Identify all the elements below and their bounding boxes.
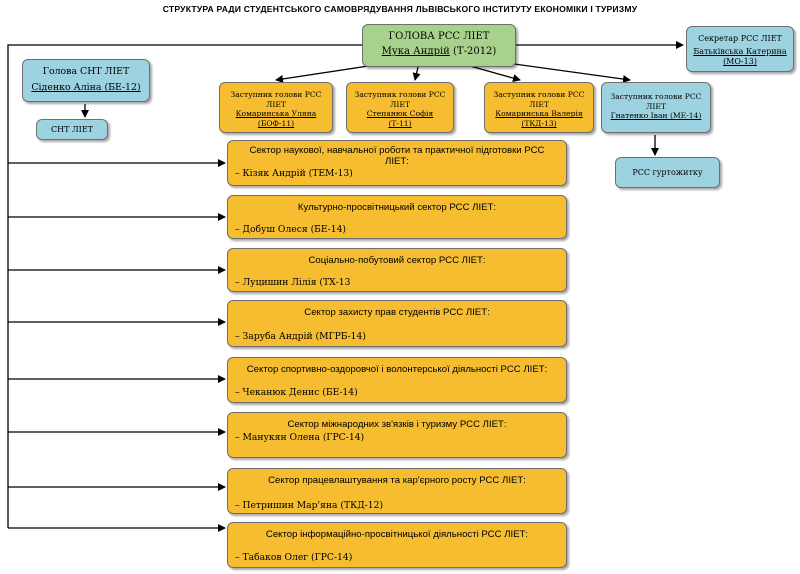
snt-head-name: Сіденко Аліна (БЕ-12) bbox=[31, 82, 141, 93]
sector-1-member: – Кізяк Андрій (ТЕМ-13) bbox=[235, 168, 353, 179]
sector-2-member: – Добуш Олеся (БЕ-14) bbox=[235, 224, 347, 235]
head-box: ГОЛОВА РСС ЛІЕТ Мука Андрій (Т-2012) bbox=[362, 24, 516, 67]
head-name-line: Мука Андрій (Т-2012) bbox=[363, 46, 515, 57]
deputy-1-name: Комаринська Уляна bbox=[235, 109, 317, 119]
chart-title: СТРУКТУРА РАДИ СТУДЕНТСЬКОГО САМОВРЯДУВА… bbox=[162, 4, 638, 14]
secretary-role: Секретар РСС ЛІЕТ bbox=[698, 34, 782, 43]
sector-box-7: Сектор працевлаштування та кар'єрного ро… bbox=[227, 468, 567, 514]
arrow-deputy-3 bbox=[469, 65, 521, 82]
arrow-deputy-2 bbox=[412, 66, 421, 81]
head-name: Мука Андрій bbox=[381, 46, 450, 57]
sector-8-title: Сектор інформаційно-просвітницької діяль… bbox=[265, 529, 529, 540]
deputy-2-line2: ЛІЕТ bbox=[390, 99, 410, 109]
sector-4-title: Сектор захисту прав студентів РСС ЛІЕТ: bbox=[304, 307, 490, 318]
sector-1-title: Сектор наукової, навчальної роботи та пр… bbox=[249, 145, 545, 156]
secretary-group: (МО-13) bbox=[723, 57, 757, 66]
deputy-2-group: (Т-11) bbox=[388, 118, 412, 128]
snt-label: СНТ ЛІЕТ bbox=[51, 125, 93, 134]
deputy-2-line1: Заступник голови РСС bbox=[354, 90, 446, 99]
deputy-3-line1: Заступник голови РСС bbox=[493, 90, 585, 99]
secretary-name: Батьківська Катерина bbox=[693, 47, 787, 56]
head-group: (Т-2012) bbox=[449, 46, 497, 57]
snt-head-role: Голова СНТ ЛІЕТ bbox=[42, 66, 130, 77]
snt-box: СНТ ЛІЕТ bbox=[36, 119, 108, 140]
sector-6-member: – Манукян Олена (ГРС-14) bbox=[235, 432, 365, 443]
deputy-1-group: (БОФ-11) bbox=[257, 118, 295, 128]
deputy-3-name: Комаринська Валерія bbox=[495, 109, 583, 119]
deputy-1-line2: ЛІЕТ bbox=[266, 99, 286, 109]
sector-7-member: – Петришин Мар'яна (ТКД-12) bbox=[235, 500, 384, 511]
deputy-box-3: Заступник голови РСС ЛІЕТ Комаринська Ва… bbox=[484, 82, 594, 133]
sector-3-member: – Луцишин Лілія (ТХ-13 bbox=[235, 277, 351, 288]
sector-7-title: Сектор працевлаштування та кар'єрного ро… bbox=[268, 475, 526, 486]
sector-8-member: – Табаков Олег (ГРС-14) bbox=[235, 552, 353, 563]
sector-box-8: Сектор інформаційно-просвітницької діяль… bbox=[227, 522, 567, 568]
dormitory-label: РСС гуртожитку bbox=[632, 168, 703, 177]
deputy-box-1: Заступник голови РСС ЛІЕТ Комаринська Ул… bbox=[219, 82, 333, 133]
sector-box-6: Сектор міжнародних зв'язків і туризму РС… bbox=[227, 412, 567, 458]
sector-box-4: Сектор захисту прав студентів РСС ЛІЕТ: … bbox=[227, 300, 567, 347]
head-role: ГОЛОВА РСС ЛІЕТ bbox=[388, 31, 490, 42]
sector-1-title2: ЛІЕТ: bbox=[385, 156, 409, 167]
deputy-4-line1: Заступник голови РСС bbox=[610, 92, 702, 101]
sector-4-member: – Заруба Андрій (МГРБ-14) bbox=[235, 331, 366, 342]
dormitory-box: РСС гуртожитку bbox=[615, 157, 720, 188]
sector-box-2: Культурно-просвітницький сектор РСС ЛІЕТ… bbox=[227, 195, 567, 239]
deputy-3-line2: ЛІЕТ bbox=[529, 99, 549, 109]
deputy-1-line1: Заступник голови РСС bbox=[230, 90, 322, 99]
sector-box-3: Соціально-побутовий сектор РСС ЛІЕТ: – Л… bbox=[227, 248, 567, 292]
sector-2-title: Культурно-просвітницький сектор РСС ЛІЕТ… bbox=[297, 202, 497, 213]
deputy-2-name: Степанюк Софія bbox=[366, 109, 434, 119]
deputy-4-line2: ЛІЕТ bbox=[646, 101, 666, 111]
sector-5-title: Сектор спортивно-оздоровчої і волонтерсь… bbox=[246, 364, 548, 375]
sector-box-1: Сектор наукової, навчальної роботи та пр… bbox=[227, 140, 567, 186]
secretary-box: Секретар РСС ЛІЕТ Батьківська Катерина (… bbox=[686, 26, 794, 72]
sector-6-title: Сектор міжнародних зв'язків і туризму РС… bbox=[287, 419, 507, 430]
left-trunk-line bbox=[7, 44, 362, 528]
deputy-4-name: Гнатенко Іван (МЕ-14) bbox=[610, 111, 702, 121]
deputy-box-2: Заступник голови РСС ЛІЕТ Степанюк Софія… bbox=[346, 82, 454, 133]
snt-head-box: Голова СНТ ЛІЕТ Сіденко Аліна (БЕ-12) bbox=[22, 59, 150, 102]
sector-3-title: Соціально-побутовий сектор РСС ЛІЕТ: bbox=[308, 255, 486, 266]
sector-box-5: Сектор спортивно-оздоровчої і волонтерсь… bbox=[227, 357, 567, 403]
arrow-deputy-4 bbox=[499, 61, 631, 84]
deputy-box-4: Заступник голови РСС ЛІЕТ Гнатенко Іван … bbox=[601, 82, 711, 133]
deputy-3-group: (ТКД-13) bbox=[521, 118, 557, 128]
sector-5-member: – Чеканюк Денис (БЕ-14) bbox=[235, 387, 358, 398]
